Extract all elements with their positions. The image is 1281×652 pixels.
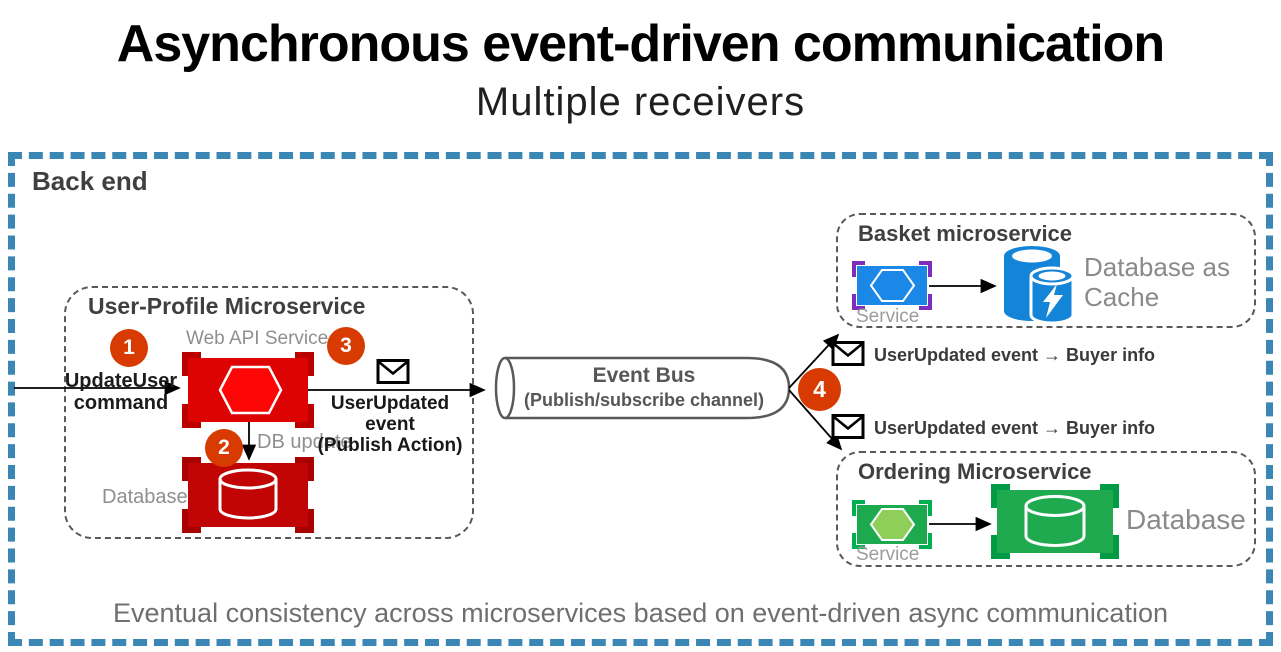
publish-line1: UserUpdated event [330, 393, 450, 435]
step-4-badge: 4 [798, 368, 841, 411]
cache-label-line2: Cache [1084, 282, 1160, 312]
ordering-database-icon [991, 484, 1119, 559]
corner-bracket-icon [1100, 484, 1119, 508]
ordering-database-label: Database [1126, 504, 1246, 535]
corner-bracket-icon [919, 533, 932, 549]
web-api-service-icon [182, 352, 314, 428]
corner-bracket-icon [295, 509, 314, 533]
user-profile-microservice-box [64, 286, 474, 539]
update-user-command-label: UpdateUser command [50, 370, 192, 414]
corner-bracket-icon [991, 484, 1010, 508]
user-profile-database-icon [182, 457, 314, 533]
corner-bracket-icon [852, 294, 865, 310]
corner-bracket-icon [182, 352, 201, 376]
diagram-subtitle: Multiple receivers [475, 80, 806, 124]
lightning-bolt-icon [1043, 284, 1063, 318]
corner-bracket-icon [182, 509, 201, 533]
hexagon-icon [218, 365, 283, 415]
basket-event-label: UserUpdated event → Buyer info [874, 345, 1156, 365]
ordering-service-label: Service [856, 544, 920, 565]
corner-bracket-icon [182, 457, 201, 481]
ordering-title: Ordering Microservice [858, 459, 1092, 484]
cache-database-label: Database as Cache [1084, 252, 1230, 312]
web-api-service-label: Web API Service [186, 328, 329, 349]
update-user-line2: command [73, 392, 169, 414]
corner-bracket-icon [919, 500, 932, 516]
database-cylinder-icon [1024, 495, 1086, 547]
step-3-badge: 3 [327, 327, 365, 365]
backend-caption: Eventual consistency across microservice… [113, 598, 1168, 628]
corner-bracket-icon [182, 404, 201, 428]
backend-label: Back end [32, 166, 148, 196]
corner-bracket-icon [1100, 535, 1119, 559]
ordering-service-icon [852, 500, 932, 549]
ordering-event-label: UserUpdated event → Buyer info [874, 418, 1156, 438]
envelope-icon [831, 341, 865, 366]
ordering-microservice-box [836, 451, 1256, 567]
hexagon-icon [869, 508, 916, 541]
envelope-icon [831, 414, 865, 439]
user-profile-database-label: Database [102, 486, 188, 508]
corner-bracket-icon [295, 404, 314, 428]
corner-bracket-icon [295, 352, 314, 376]
update-user-line1: UpdateUser [64, 370, 178, 392]
corner-bracket-icon [852, 500, 865, 516]
user-profile-title: User-Profile Microservice [88, 293, 366, 319]
cache-database-icon [1004, 246, 1075, 325]
database-cylinder-icon [218, 468, 278, 520]
db-update-label: DB update [257, 431, 352, 453]
envelope-icon [376, 359, 410, 384]
corner-bracket-icon [295, 457, 314, 481]
basket-title: Basket microservice [858, 221, 1073, 246]
event-bus-line2: (Publish/subscribe channel) [523, 390, 765, 410]
step-2-badge: 2 [205, 429, 243, 467]
corner-bracket-icon [852, 533, 865, 549]
publish-line2: (Publish Action) [317, 435, 463, 456]
backend-boundary-box [8, 152, 1273, 646]
user-updated-publish-label: UserUpdated event (Publish Action) [308, 393, 472, 456]
corner-bracket-icon [852, 261, 865, 277]
event-bus-line1: Event Bus [592, 364, 696, 387]
event-bus-cylinder [494, 356, 791, 420]
corner-bracket-icon [991, 535, 1010, 559]
diagram-title: Asynchronous event-driven communication [116, 15, 1165, 73]
basket-service-icon [852, 261, 932, 310]
basket-microservice-box [836, 213, 1256, 328]
corner-bracket-icon [919, 261, 932, 277]
cache-label-line1: Database as [1084, 252, 1230, 282]
step-1-badge: 1 [110, 329, 148, 367]
hexagon-icon [869, 269, 916, 302]
event-bus-label: Event Bus (Publish/subscribe channel) [505, 364, 783, 411]
basket-service-label: Service [856, 306, 920, 327]
corner-bracket-icon [919, 294, 932, 310]
